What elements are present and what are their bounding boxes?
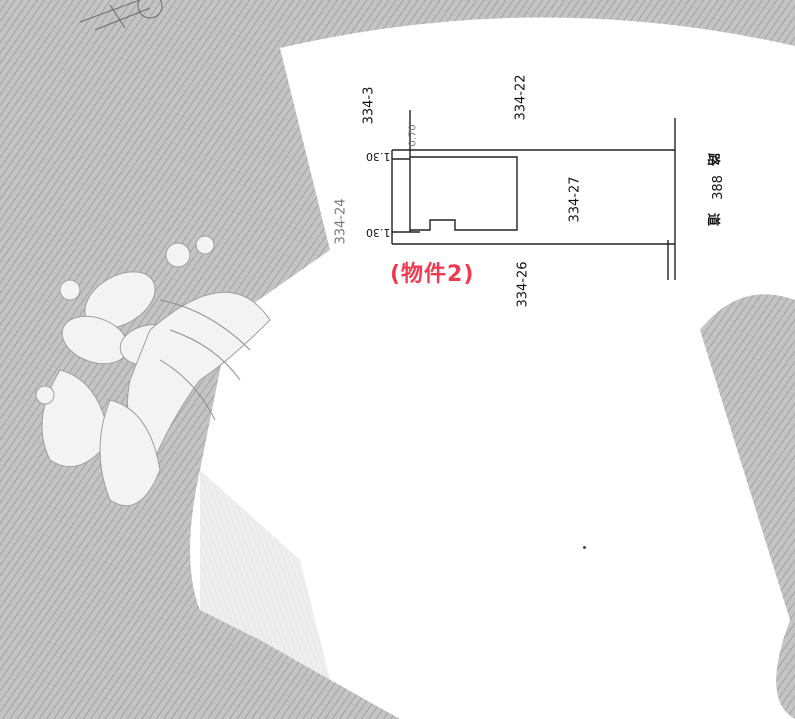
property-label: (物件2) [390,262,475,287]
floral-emblem [35,235,271,507]
parcel-334-3: 334-3 [361,86,377,125]
road-suffix: 路 [705,152,721,167]
parcel-334-24: 334-24 [333,198,349,245]
paper-shadow [200,470,330,680]
dimension-upper: 1.30 [366,150,391,163]
road-prefix: 道 [705,212,721,227]
parcel-334-26: 334-26 [515,261,531,308]
parcel-334-22: 334-22 [513,74,529,121]
parcel-334-27: 334-27 [567,176,583,223]
road-number: 388 [710,175,726,200]
compass-sketch [79,0,163,31]
dimension-lower: 1.30 [366,226,391,239]
dimension-top: 0.70 [407,124,419,147]
plot-drawing [391,110,676,280]
stray-dot [583,546,586,549]
fan-paper [190,17,795,719]
